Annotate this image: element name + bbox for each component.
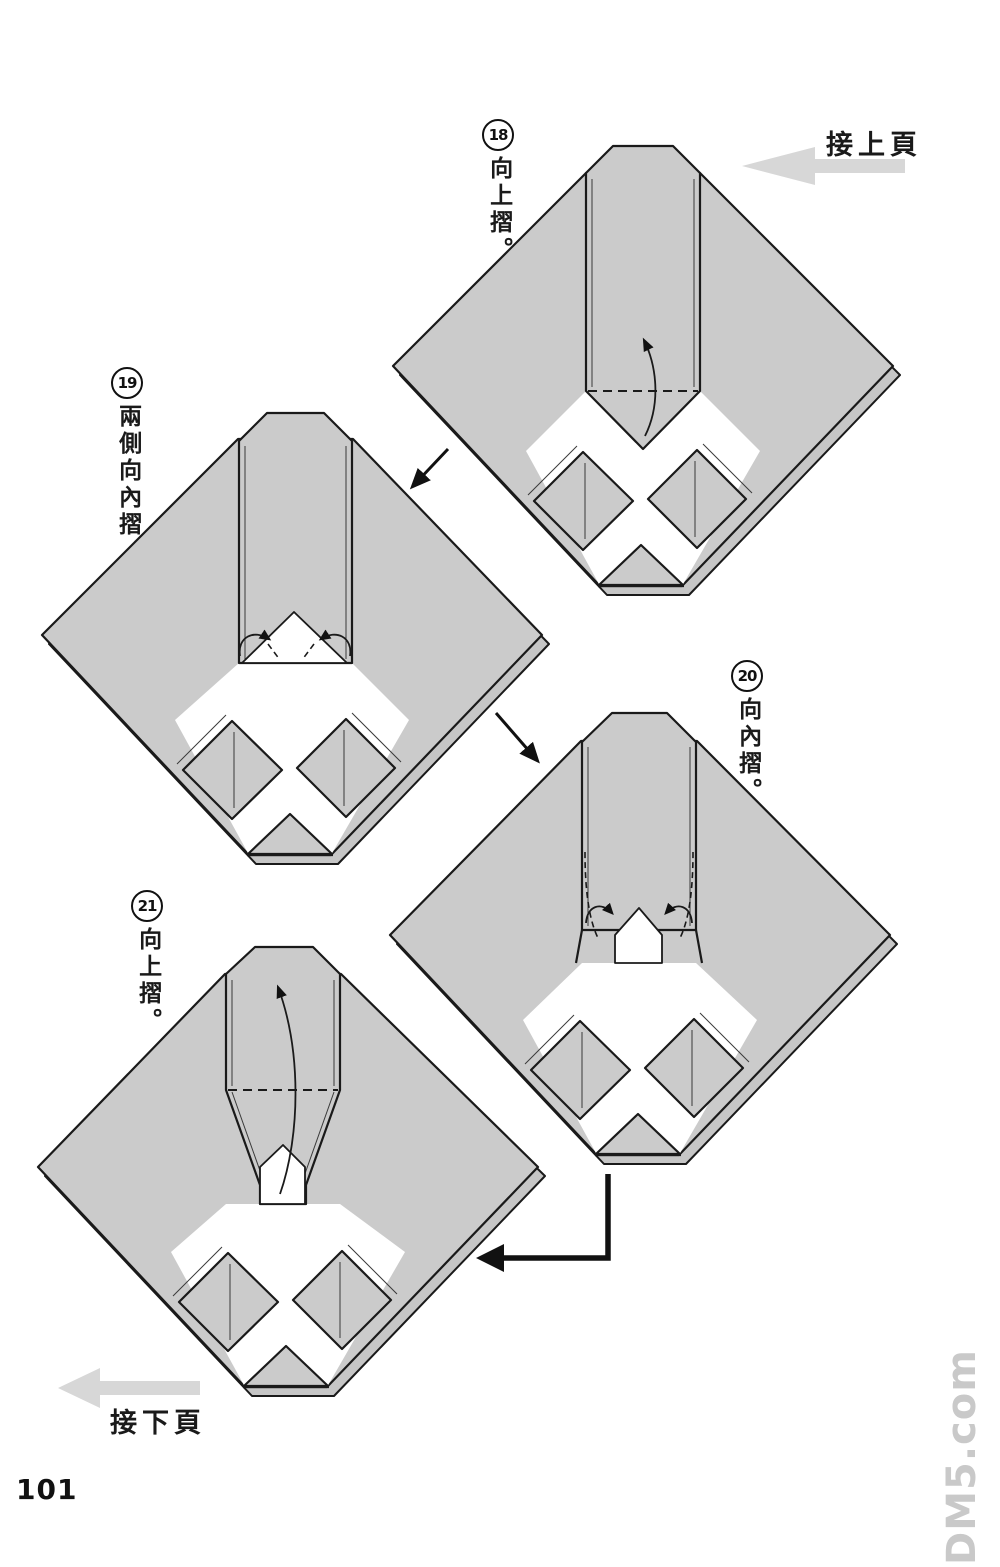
step-20-diagram — [388, 711, 898, 1165]
step-20-number-badge: 20 — [731, 660, 763, 692]
page-number: 101 — [16, 1473, 78, 1506]
layer-slit-lines — [172, 1244, 398, 1297]
center-column — [237, 411, 354, 665]
step-21-diagram — [36, 945, 546, 1397]
step-21-label: 21 向上摺。 — [131, 890, 163, 1035]
curl-arrow-right — [664, 902, 693, 924]
arrowhead — [476, 1244, 504, 1272]
flank-diamond-left — [529, 1019, 632, 1121]
flank-crease-lines — [229, 1262, 341, 1340]
column-layer-lines — [591, 179, 695, 387]
left-gray-arrow-shape — [742, 147, 905, 185]
fold-line-dashed-left — [584, 851, 600, 941]
step-18-number-badge: 18 — [482, 119, 514, 151]
step-19-diagram — [40, 411, 550, 865]
flank-diamond-right — [295, 717, 397, 819]
column-layer-lines — [244, 446, 347, 659]
layer-slit-lines — [527, 443, 753, 496]
step-19-instruction: 兩側向內摺。 — [114, 404, 141, 566]
continued-from-prev-label: 接上頁 — [826, 130, 922, 161]
flank-diamond-right — [646, 448, 748, 550]
column-layer-lines — [231, 980, 335, 1086]
flank-crease-lines — [581, 1030, 693, 1108]
center-column — [580, 711, 698, 932]
center-column — [584, 144, 702, 451]
sequence-arrow-18-19 — [409, 447, 450, 490]
layer-slit-lines — [524, 1012, 750, 1065]
sequence-arrow-19-20 — [494, 712, 540, 764]
sequence-arrow-20-21 — [476, 1174, 611, 1272]
continue-prev-arrow-icon — [742, 147, 905, 185]
flank-diamond-right — [291, 1249, 393, 1351]
left-gray-arrow-shape — [58, 1368, 200, 1408]
layer-slit-lines — [176, 712, 402, 765]
watermark: DM5.com — [939, 1349, 985, 1565]
fold-up-arrow — [642, 337, 657, 437]
white-pentagon-pocket — [259, 1144, 306, 1205]
flank-diamond-right — [643, 1017, 745, 1119]
step-19-label: 19 兩側向內摺。 — [111, 367, 143, 566]
continued-on-next-label: 接下頁 — [110, 1408, 206, 1439]
step-21-number-badge: 21 — [131, 890, 163, 922]
curl-arrow-left — [238, 629, 272, 657]
step-20-label: 20 向內摺。 — [731, 660, 763, 805]
white-pentagon-pocket — [614, 907, 663, 964]
fold-line-dashed-right — [678, 851, 694, 941]
curl-arrow-right — [318, 629, 352, 657]
flank-diamond-left — [177, 1251, 280, 1353]
step-21-instruction: 向上摺。 — [134, 927, 161, 1035]
flank-crease-lines — [233, 730, 345, 808]
flank-diamond-left — [181, 719, 284, 821]
continue-next-arrow-icon — [58, 1368, 200, 1408]
fold-line-dashed — [267, 643, 315, 661]
fold-up-arrow — [276, 984, 297, 1195]
step-18-label: 18 向上摺。 — [482, 119, 514, 264]
flank-diamond-left — [532, 450, 635, 552]
step-19-number-badge: 19 — [111, 367, 143, 399]
step-18-instruction: 向上摺。 — [485, 156, 512, 264]
center-column-tapered — [224, 945, 342, 1206]
taper-crease-lines — [231, 1091, 335, 1183]
base-wedge-lines — [574, 929, 704, 964]
step-18-diagram — [391, 144, 901, 596]
curl-arrow-left — [585, 902, 614, 924]
flank-crease-lines — [584, 461, 696, 539]
